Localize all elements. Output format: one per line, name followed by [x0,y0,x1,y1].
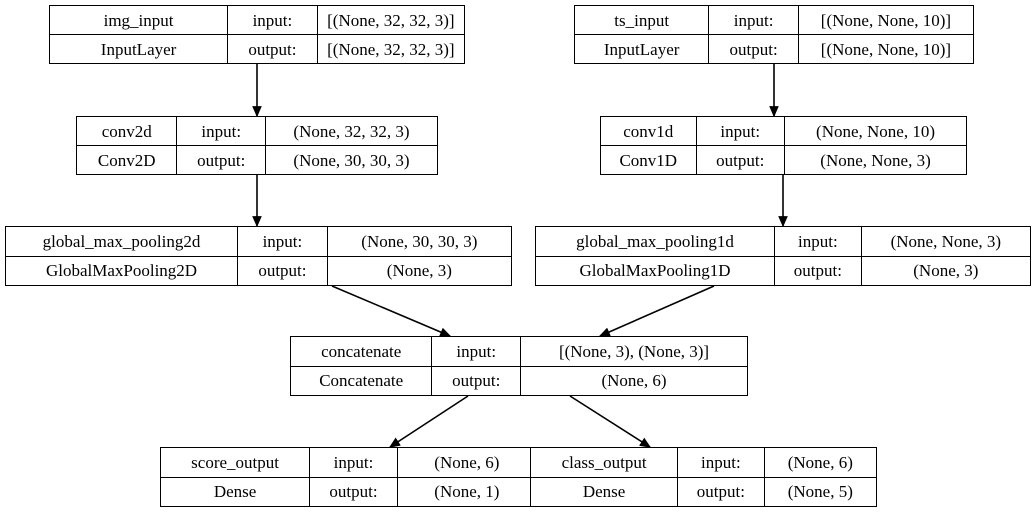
input-shape: (None, 6) [434,452,500,472]
output-label: output: [228,35,318,63]
input-shape: (None, 6) [787,452,853,472]
output-label: output: [310,477,398,506]
layer-class-name: Conv2D [77,146,178,174]
output-label: output: [678,477,765,506]
output-label: output: [697,146,786,174]
layer-class-name: Concatenate [291,366,433,395]
layer-class-name: InputLayer [50,35,229,63]
input-shape: [(None, 32, 32, 3)] [327,10,455,30]
edge-global_max_pooling2d-to-concatenate [331,285,452,337]
layer-class-name: Dense [531,477,679,506]
output-label: output: [775,256,862,285]
output-label: output: [177,146,266,174]
edge-concatenate-to-class_output [569,395,652,448]
layer-class-name: Conv1D [601,146,697,174]
layer-name: concatenate [291,337,433,366]
input-shape: [(None, 3), (None, 3)] [558,341,710,361]
output-shape: [(None, 32, 32, 3)] [327,39,455,59]
input-label: input: [310,448,398,477]
input-label: input: [697,117,786,145]
edge-global_max_pooling1d-to-concatenate [598,285,715,337]
layer-name: global_max_pooling1d [536,227,776,256]
input-shape: (None, None, 10) [816,121,935,141]
input-label: input: [238,227,328,256]
input-label: input: [228,6,318,34]
output-shape: (None, 3) [913,261,979,281]
output-shape: (None, 30, 30, 3) [293,150,410,170]
input-label: input: [177,117,266,145]
input-label: input: [709,6,799,34]
output-label: output: [709,35,799,63]
output-label: output: [432,366,522,395]
output-shape: (None, None, 3) [820,150,931,170]
layer-class-name: GlobalMaxPooling2D [6,256,239,285]
layer-name: score_output [161,448,311,477]
input-shape: (None, None, 3) [890,231,1002,251]
input-shape: (None, 30, 30, 3) [361,231,478,251]
input-label: input: [775,227,862,256]
layer-name: conv1d [601,117,697,145]
layer-name: conv2d [77,117,178,145]
input-label: input: [678,448,765,477]
layer-name: ts_input [575,6,710,34]
input-shape: [(None, None, 10)] [820,10,952,30]
layer-name: global_max_pooling2d [6,227,239,256]
layer-class-name: Dense [161,477,311,506]
output-shape: (None, 3) [386,261,452,281]
layer-class-name: GlobalMaxPooling1D [536,256,776,285]
layer-name: class_output [531,448,679,477]
input-shape: (None, 32, 32, 3) [293,121,410,141]
layer-class-name: InputLayer [575,35,710,63]
output-shape: (None, 1) [434,482,500,502]
output-shape: (None, 5) [787,482,853,502]
output-label: output: [238,256,328,285]
output-shape: [(None, None, 10)] [820,39,952,59]
edge-concatenate-to-score_output [388,395,469,448]
layer-name: img_input [50,6,229,34]
output-shape: (None, 6) [601,371,667,391]
input-label: input: [432,337,522,366]
